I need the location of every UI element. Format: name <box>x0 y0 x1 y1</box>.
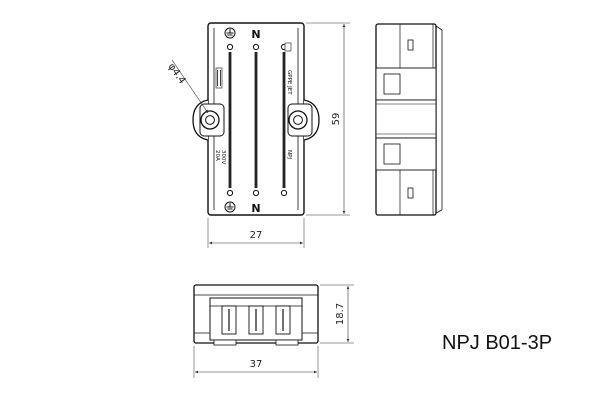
terminal-slot-left <box>226 43 234 197</box>
bottom-width-dimension-label: 37 <box>250 359 263 370</box>
terminal-slot-center <box>252 43 260 197</box>
width-dimension-label: 27 <box>250 230 263 241</box>
hole-diameter-label: φ4.4 <box>166 61 188 86</box>
rating-current: 20A <box>214 150 220 161</box>
terminal-label-bottom: N <box>251 202 260 215</box>
terminal-label-top: N <box>251 28 260 41</box>
bottom-view: 37 18.7 <box>193 284 354 378</box>
model-number: NPJ B01-3P <box>442 332 552 354</box>
rating-voltage: 300V <box>220 150 226 164</box>
side-view <box>375 23 443 216</box>
brand-text-upper: GPPE JET <box>286 70 292 95</box>
bottom-height-dimension-label: 18.7 <box>335 303 346 325</box>
height-dimension-label: 59 <box>331 113 342 126</box>
ground-symbol-top <box>224 27 236 39</box>
ground-symbol-bottom <box>224 201 236 213</box>
front-view: N N 300V 20A GPPE JET NPJ <box>166 22 350 248</box>
brand-text-lower: NPJ <box>286 150 292 159</box>
hole-leader-line <box>171 59 209 114</box>
left-side-markings <box>215 67 223 89</box>
